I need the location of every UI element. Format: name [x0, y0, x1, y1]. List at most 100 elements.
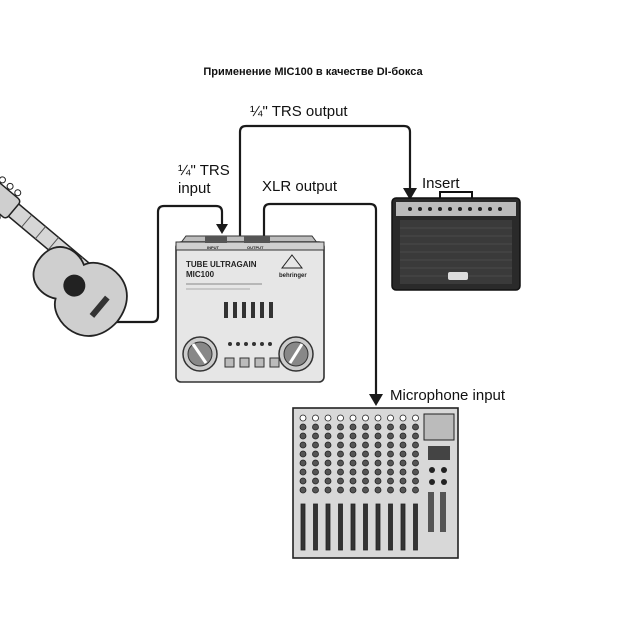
mic100-di-box: INPUT OUTPUT TUBE ULTRAGAIN MIC100 behri…	[175, 235, 325, 383]
mixer-fader	[350, 503, 356, 551]
device-name-line2: MIC100	[186, 270, 215, 279]
mixer-knob	[399, 477, 407, 485]
mixer-knob	[312, 414, 319, 422]
mixer-knob	[362, 423, 369, 431]
mixer-knob	[374, 477, 382, 485]
cable-trs-output-to-insert	[238, 124, 412, 238]
mixer-knob	[387, 423, 394, 431]
mixer-knob	[337, 486, 344, 494]
mixer-knob	[399, 486, 407, 494]
label-insert: Insert	[422, 175, 460, 192]
mixer-knob	[337, 459, 344, 467]
mixer-knob	[324, 432, 332, 440]
mixer-knob	[374, 414, 382, 422]
mixer-knob	[399, 468, 407, 476]
mixer-knob	[349, 450, 357, 458]
mixer-knob	[312, 477, 319, 485]
mixer-knob	[337, 468, 344, 476]
label-trs-output: ¼" TRS output	[250, 103, 348, 120]
acoustic-guitar-icon	[0, 176, 128, 337]
mixer-knob	[387, 486, 394, 494]
mixer-knob	[387, 441, 394, 449]
mixer-knob	[337, 414, 344, 422]
mixer-fader	[363, 503, 368, 551]
mixer-knob	[299, 486, 307, 494]
label-trs-input-line1: ¼" TRS	[178, 162, 230, 179]
cable-guitar-to-input	[112, 204, 224, 324]
mixer-knob	[374, 423, 382, 431]
mixer-knob	[337, 441, 344, 449]
label-microphone-input: Microphone input	[390, 387, 506, 404]
mixer-knob	[337, 477, 344, 485]
mixer-knob	[324, 423, 332, 431]
mixer-knob	[412, 459, 419, 467]
meter-leds	[228, 342, 272, 346]
mixer-knob	[349, 414, 357, 422]
mixer-fader	[400, 503, 406, 551]
mixer-knob	[374, 450, 382, 458]
mixer-fader	[338, 503, 343, 551]
mixer-knob	[412, 477, 419, 485]
mixer-knob	[337, 423, 344, 431]
mixer-knob	[324, 477, 332, 485]
mixer-knob	[399, 459, 407, 467]
mixer-knob	[399, 414, 407, 422]
diagram-title: Применение MIC100 в качестве DI-бокса	[203, 66, 423, 78]
mixer-knob	[349, 432, 357, 440]
mixer-knob	[299, 441, 307, 449]
mixer-knob	[324, 441, 332, 449]
mixer-knob	[299, 477, 307, 485]
output-jack	[244, 236, 270, 243]
mixer-knob	[362, 486, 369, 494]
mixer-knob	[312, 423, 319, 431]
mixer-knob	[374, 441, 382, 449]
mixer-knob	[312, 432, 319, 440]
mixer-knob	[387, 477, 394, 485]
mixer-knob	[387, 459, 394, 467]
mixer-knob	[362, 468, 369, 476]
mixer-knob	[337, 450, 344, 458]
mixer-knob	[349, 459, 357, 467]
mixer-knob	[324, 450, 332, 458]
mixer-knob	[412, 432, 419, 440]
mixer-knob	[299, 414, 307, 422]
mixer-knob	[412, 450, 419, 458]
mixer-knob	[312, 459, 319, 467]
mixer-fader	[325, 503, 331, 551]
label-trs-input-line2: input	[178, 180, 211, 197]
mixer-knob	[412, 468, 419, 476]
arrow-to-input	[216, 224, 228, 234]
arrow-to-mixer	[369, 394, 383, 406]
mixer-knob	[324, 468, 332, 476]
cables	[112, 124, 412, 396]
mixer-knob	[312, 468, 319, 476]
input-jack	[205, 236, 227, 243]
mixing-console-icon	[292, 407, 459, 559]
mixer-knob	[362, 441, 369, 449]
mixer-knob	[299, 468, 307, 476]
mixer-fader	[300, 503, 306, 551]
mixer-fader	[413, 503, 418, 551]
mixer-knob	[374, 459, 382, 467]
mixer-knob	[387, 432, 394, 440]
mixer-fader	[313, 503, 318, 551]
arrow-to-insert	[403, 188, 417, 200]
mixer-knob	[312, 486, 319, 494]
mixer-knob	[399, 450, 407, 458]
mixer-knob	[374, 468, 382, 476]
mixer-knob	[349, 486, 357, 494]
mixer-knob	[299, 423, 307, 431]
brand-logo-icon	[280, 254, 304, 269]
mixer-knob	[349, 441, 357, 449]
guitar-amplifier-icon	[391, 191, 521, 291]
mixer-fader	[375, 503, 381, 551]
jack-input-label: INPUT	[207, 245, 220, 250]
mixer-knob	[387, 414, 394, 422]
mixer-knob	[299, 432, 307, 440]
mixer-knob	[387, 450, 394, 458]
jack-output-label: OUTPUT	[247, 245, 264, 250]
mixer-knob	[399, 423, 407, 431]
mixer-knob	[299, 459, 307, 467]
mixer-knob	[399, 432, 407, 440]
